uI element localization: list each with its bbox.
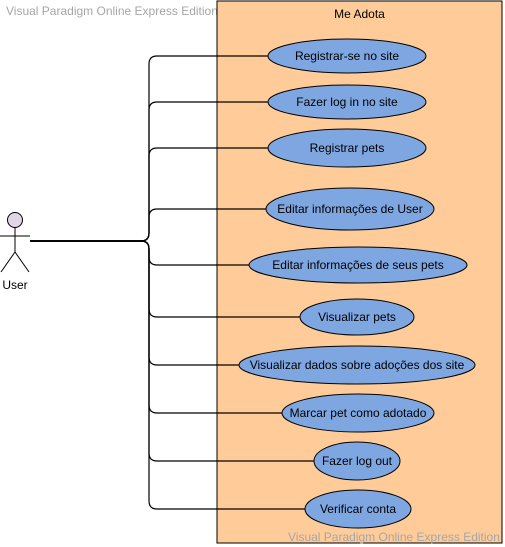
use-case-ellipse (248, 246, 468, 284)
use-case-ellipse (313, 441, 401, 481)
association-editar-informacoes-de-seus-pets (30, 240, 249, 266)
use-case-editar-informacoes-de-seus-pets[interactable]: Editar informações de seus pets (248, 246, 468, 284)
use-case-label: Editar informações de User (277, 202, 422, 216)
use-case-editar-informacoes-de-user[interactable]: Editar informações de User (265, 187, 435, 231)
use-case-ellipse (299, 298, 415, 336)
use-case-ellipse (304, 489, 412, 529)
association-visualizar-dados-sobre-adocoes-dos-site (30, 240, 239, 366)
association-lines (30, 55, 314, 510)
use-case-fazer-log-in-no-site[interactable]: Fazer log in no site (267, 84, 427, 120)
use-case-ellipse (267, 128, 427, 168)
use-case-label: Visualizar dados sobre adoções dos site (250, 358, 465, 372)
actor-label: User (2, 278, 27, 292)
use-case-marcar-pet-como-adotado[interactable]: Marcar pet como adotado (281, 393, 435, 433)
use-case-label: Fazer log out (322, 454, 393, 468)
actor-right-leg (14, 251, 30, 273)
watermark-bottom: Visual Paradigm Online Express Edition (288, 530, 500, 544)
use-case-ellipse (267, 38, 427, 74)
use-case-ellipse (281, 393, 435, 433)
watermark-top: Visual Paradigm Online Express Edition (6, 4, 218, 18)
use-case-ellipse (265, 187, 435, 231)
use-case-ellipse (267, 84, 427, 120)
use-case-visualizar-pets[interactable]: Visualizar pets (299, 298, 415, 336)
use-case-registrar-pets[interactable]: Registrar pets (267, 128, 427, 168)
use-case-fazer-log-out[interactable]: Fazer log out (313, 441, 401, 481)
use-case-registrar-se-no-site[interactable]: Registrar-se no site (267, 38, 427, 74)
use-case-label: Fazer log in no site (296, 95, 398, 109)
use-case-label: Verificar conta (320, 502, 396, 516)
use-case-ellipse (238, 345, 476, 385)
use-case-visualizar-dados-sobre-adocoes-dos-site[interactable]: Visualizar dados sobre adoções dos site (238, 345, 476, 385)
use-case-label: Editar informações de seus pets (272, 258, 443, 272)
use-case-label: Registrar pets (310, 141, 385, 155)
use-case-label: Marcar pet como adotado (290, 406, 427, 420)
use-case-label: Registrar-se no site (295, 49, 399, 63)
actor-head (7, 212, 23, 228)
association-verificar-conta (30, 240, 305, 510)
association-editar-informacoes-de-user (30, 208, 266, 242)
actor-left-leg (0, 251, 16, 273)
use-case-label: Visualizar pets (318, 310, 396, 324)
actor-user[interactable]: User (0, 212, 30, 293)
use-case-verificar-conta[interactable]: Verificar conta (304, 489, 412, 529)
system-title: Me Adota (334, 7, 385, 21)
